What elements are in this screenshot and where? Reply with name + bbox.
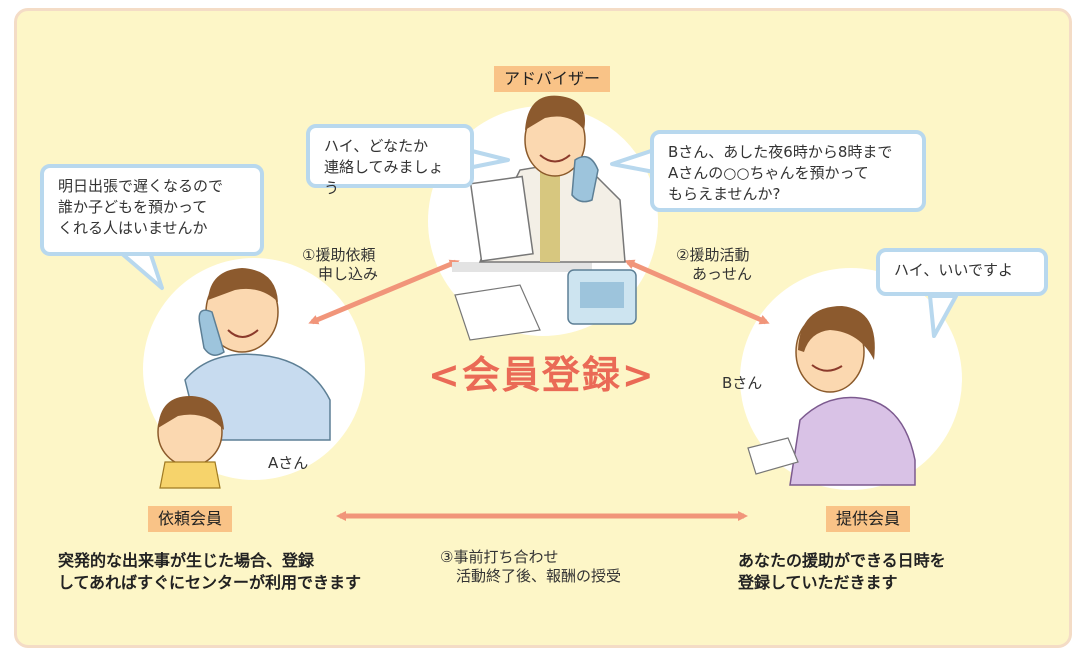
- requester-illustration: [157, 268, 331, 489]
- request-arrow: [308, 259, 460, 325]
- bubble-line: 明日出張で遅くなるので: [58, 177, 224, 195]
- bubble-line: ハイ、どなたか: [324, 137, 429, 155]
- request-arrow-label: ①援助依頼 申し込み: [302, 246, 378, 284]
- member-registration-title: <会員登録>: [428, 353, 656, 397]
- bubble-line: 連絡してみましょう: [324, 158, 444, 197]
- adviser-left-bubble-tail: [466, 148, 510, 170]
- bubble-line: ハイ、いいですよ: [894, 261, 1013, 279]
- label-line: ②援助活動: [676, 246, 750, 264]
- requester-description: 突発的な出来事が生じた場合、登録 してあればすぐにセンターが利用できます: [58, 550, 361, 594]
- label-line: 活動終了後、報酬の授受: [456, 567, 622, 585]
- label-line: ③事前打ち合わせ: [440, 548, 559, 566]
- bubble-line: Aさんの○○ちゃんを預かって: [668, 164, 869, 182]
- requester-speech-bubble: 明日出張で遅くなるので 誰か子どもを預かって くれる人はいませんか: [40, 164, 264, 256]
- bubble-line: もらえませんか?: [668, 185, 781, 203]
- bubble-line: 誰か子どもを預かって: [58, 198, 208, 216]
- label-line: ①援助依頼: [302, 246, 376, 264]
- adviser-left-speech-bubble: ハイ、どなたか 連絡してみましょう: [306, 124, 474, 197]
- activity-arrow: [624, 259, 770, 325]
- bubble-line: Bさん、あした夜6時から8時まで: [668, 143, 893, 161]
- label-line: あっせん: [692, 265, 753, 283]
- person-b-label: Bさん: [722, 374, 763, 392]
- provider-bubble-tail: [928, 294, 958, 338]
- activity-arrow-label: ②援助活動 あっせん: [676, 246, 752, 284]
- meeting-arrow-label: ③事前打ち合わせ 活動終了後、報酬の授受: [440, 548, 621, 586]
- provider-tag: 提供会員: [826, 506, 911, 532]
- person-a-label: Aさん: [268, 454, 309, 472]
- description-line: してあればすぐにセンターが利用できます: [58, 573, 362, 592]
- description-line: 突発的な出来事が生じた場合、登録: [58, 551, 315, 570]
- requester-bubble-tail: [118, 250, 164, 290]
- provider-description: あなたの援助ができる日時を 登録していただきます: [738, 550, 946, 594]
- adviser-tag: アドバイザー: [494, 66, 611, 92]
- requester-tag: 依頼会員: [148, 506, 233, 532]
- provider-speech-bubble: ハイ、いいですよ: [876, 248, 1048, 296]
- adviser-right-speech-bubble: Bさん、あした夜6時から8時まで Aさんの○○ちゃんを預かって もらえませんか?: [650, 130, 926, 212]
- description-line: 登録していただきます: [738, 573, 898, 592]
- provider-illustration: [747, 306, 916, 486]
- description-line: あなたの援助ができる日時を: [738, 551, 946, 570]
- adviser-illustration: [452, 95, 637, 341]
- bubble-line: くれる人はいませんか: [58, 219, 208, 237]
- adviser-right-bubble-tail: [610, 148, 656, 174]
- label-line: 申し込み: [318, 265, 379, 283]
